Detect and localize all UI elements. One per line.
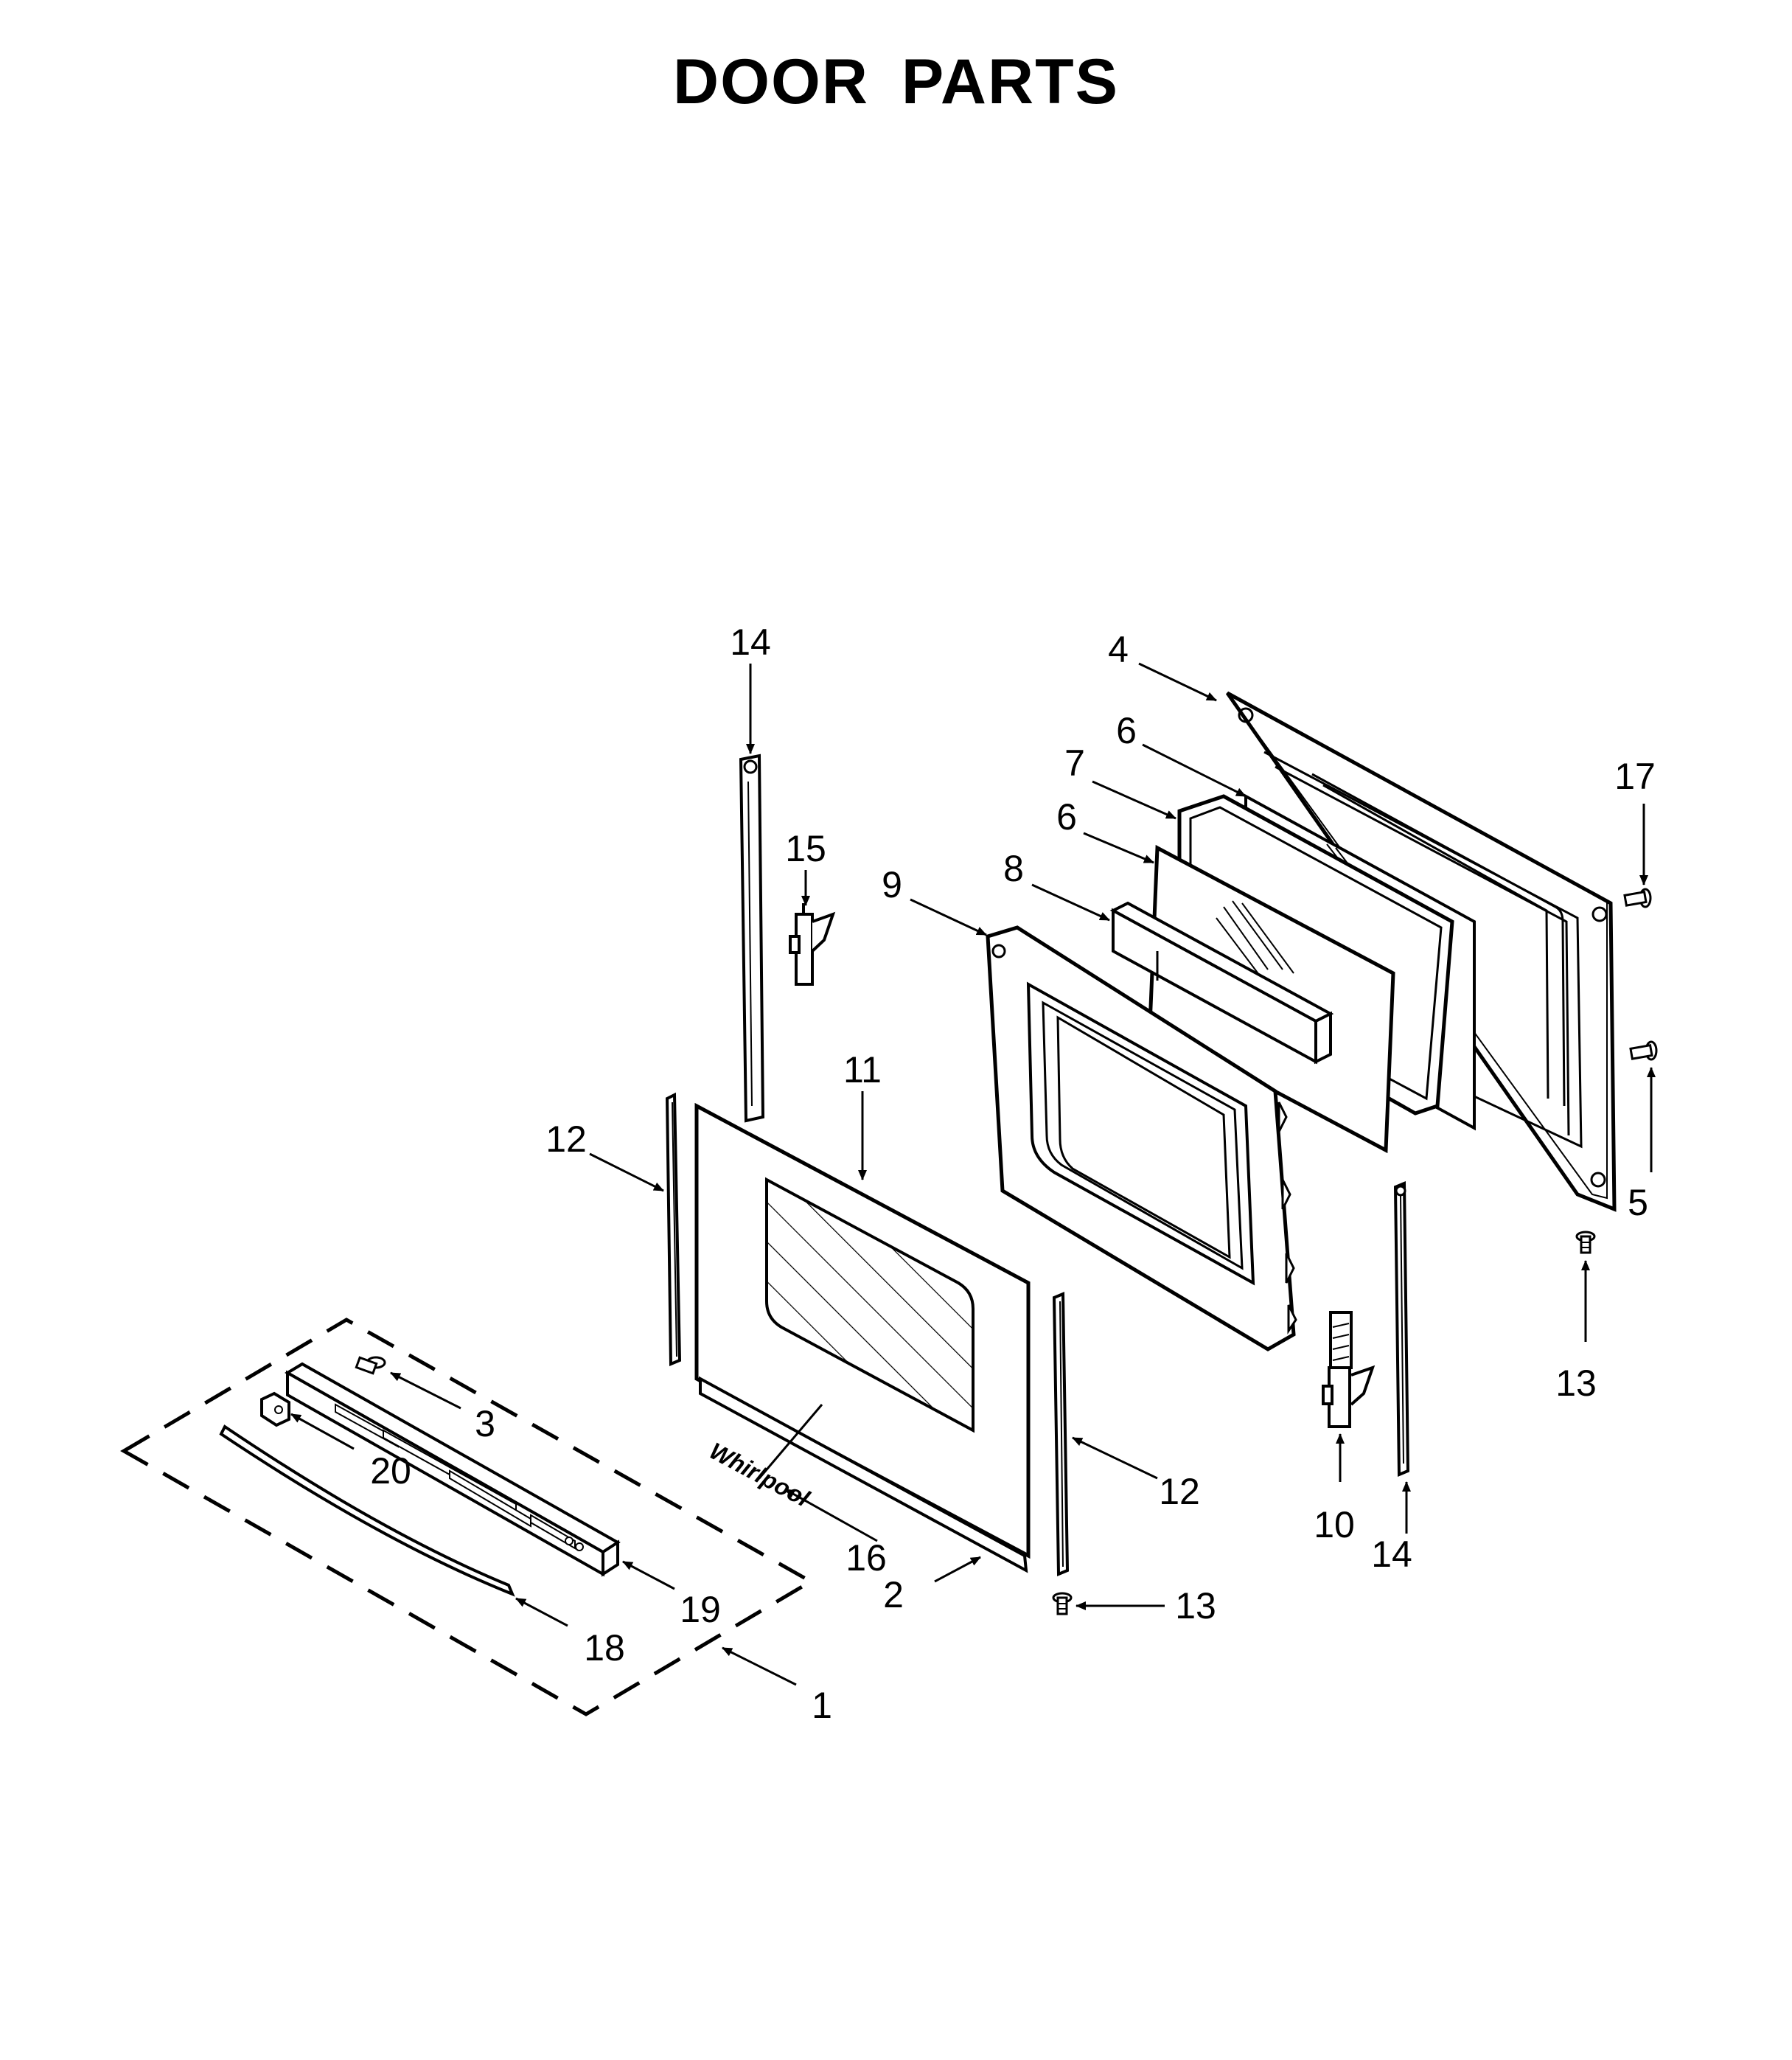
callout-6-rear: 6 <box>1116 710 1137 751</box>
callout-20: 20 <box>370 1450 411 1492</box>
callout-13-upper: 13 <box>1555 1363 1597 1404</box>
callout-7: 7 <box>1064 742 1085 784</box>
screw-17 <box>1623 888 1652 908</box>
callout-1: 1 <box>812 1685 832 1726</box>
screw-13-upper <box>1575 1231 1596 1254</box>
door-hinge-lower <box>1322 1311 1376 1428</box>
callout-18: 18 <box>584 1627 625 1668</box>
callout-9: 9 <box>882 864 902 905</box>
hinge-channel-right <box>1393 1181 1410 1477</box>
callout-12-left: 12 <box>545 1118 587 1160</box>
door-hinge-upper <box>789 903 836 986</box>
whirlpool-logo-text: Whirlpool <box>705 1437 815 1512</box>
leader-arrows <box>290 662 1656 1686</box>
callout-13-lower: 13 <box>1175 1585 1216 1626</box>
handle-end-cap <box>260 1391 290 1427</box>
callout-labels: 14 4 6 7 6 8 9 15 11 12 12 16 2 13 10 14… <box>370 622 1656 1726</box>
callout-11: 11 <box>843 1049 882 1090</box>
page-title: DOOR PARTS <box>673 46 1119 117</box>
callout-6-front: 6 <box>1056 796 1077 838</box>
insulation-block <box>1109 901 1334 1065</box>
callout-10: 10 <box>1314 1504 1355 1545</box>
callout-19: 19 <box>680 1589 721 1630</box>
outer-door-glass <box>694 1102 1031 1559</box>
side-trim-left <box>665 1092 682 1366</box>
door-liner-frame <box>986 925 1297 1351</box>
screw-3 <box>355 1356 386 1375</box>
handle-assembly-boundary <box>120 1318 815 1716</box>
callout-4: 4 <box>1108 629 1129 670</box>
bottom-door-trim <box>699 1376 1028 1573</box>
callout-3: 3 <box>475 1403 495 1444</box>
callout-8: 8 <box>1003 848 1024 889</box>
handle-bracket <box>285 1362 621 1577</box>
hinge-channel-left <box>739 754 765 1123</box>
callout-14-right: 14 <box>1371 1534 1412 1575</box>
callout-12-right: 12 <box>1159 1471 1200 1512</box>
door-handle <box>219 1424 515 1597</box>
side-trim-right <box>1052 1292 1070 1576</box>
screw-5 <box>1629 1040 1658 1061</box>
callout-2: 2 <box>883 1574 904 1615</box>
screw-13-lower <box>1052 1592 1073 1615</box>
callout-17: 17 <box>1614 756 1656 797</box>
callout-14-left: 14 <box>730 622 771 663</box>
callout-5: 5 <box>1628 1182 1648 1223</box>
callout-16: 16 <box>846 1537 887 1579</box>
callout-15: 15 <box>785 828 826 869</box>
